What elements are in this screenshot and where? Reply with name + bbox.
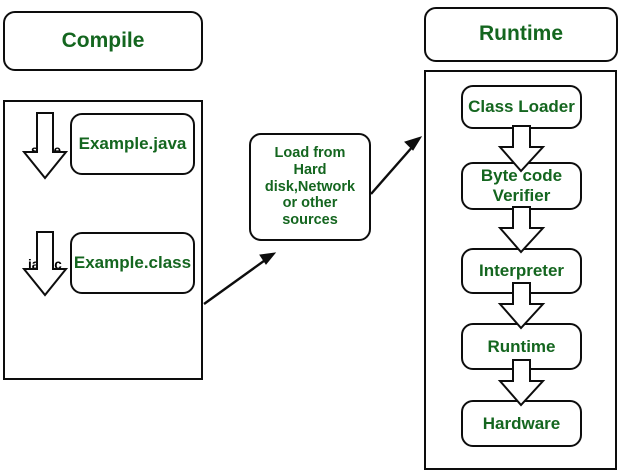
load-source-label: Load from Hard disk,Network or other sou…: [264, 145, 356, 228]
runtime-title-box: Runtime: [424, 7, 618, 62]
runtime-node-label-class-loader: Class Loader: [468, 97, 575, 117]
runtime-node-runtime: Runtime: [461, 323, 582, 370]
runtime-node-interpreter: Interpreter: [461, 248, 582, 294]
runtime-node-byte-code-verifier: Byte code Verifier: [461, 162, 582, 210]
runtime-title-label: Runtime: [479, 22, 563, 46]
arrow-load-to-runtime-icon: [370, 136, 423, 195]
arrow-compile-to-load-icon: [203, 252, 277, 305]
file-label-example-class: Example.class: [73, 253, 192, 273]
file-label-example-java: Example.java: [78, 134, 187, 154]
compile-container: [3, 100, 203, 380]
runtime-node-label-interpreter: Interpreter: [478, 261, 565, 281]
file-box-example-java: Example.java: [70, 113, 195, 175]
runtime-node-class-loader: Class Loader: [461, 85, 582, 129]
runtime-node-label-byte-code-verifier: Byte code Verifier: [480, 166, 563, 205]
compile-title-box: Compile: [3, 11, 203, 71]
load-source-box: Load from Hard disk,Network or other sou…: [249, 133, 371, 241]
runtime-node-hardware: Hardware: [461, 400, 582, 447]
runtime-container: [424, 70, 617, 470]
runtime-node-label-hardware: Hardware: [482, 413, 561, 433]
compile-title-label: Compile: [61, 28, 145, 52]
step-label-save: save: [31, 143, 62, 158]
runtime-node-label-runtime: Runtime: [487, 336, 556, 356]
file-box-example-class: Example.class: [70, 232, 195, 294]
step-label-javac: javac: [28, 257, 62, 272]
